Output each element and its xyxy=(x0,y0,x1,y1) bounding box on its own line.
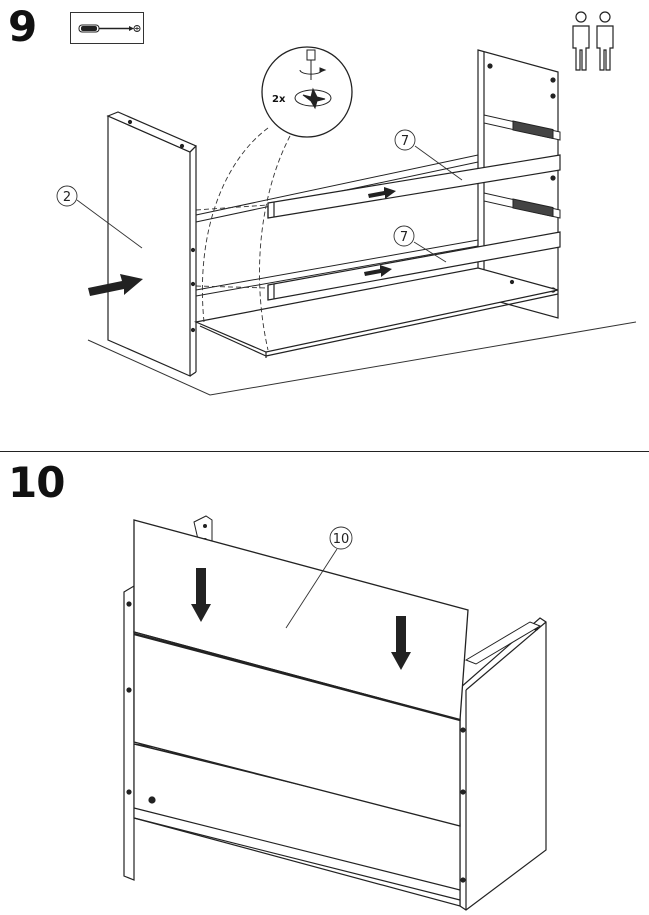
rail-7-lower xyxy=(267,231,561,301)
callout-10: 10 xyxy=(285,526,353,629)
callout-7-lower: 7 xyxy=(393,225,447,263)
callout-7-upper: 7 xyxy=(394,129,463,181)
drawer-runner-lower xyxy=(483,192,561,219)
step-9-illustration: 2x 2 7 7 xyxy=(56,46,637,396)
bottom-panel xyxy=(193,267,559,358)
callout-2-label: 2 xyxy=(63,190,71,205)
rail-7-upper-arrow xyxy=(368,187,396,199)
cabinet-top-rail xyxy=(464,621,542,665)
rail-7-upper xyxy=(267,154,561,219)
step-9-number: 9 xyxy=(8,2,37,51)
push-arrow-icon xyxy=(88,274,143,296)
tool-indicator-box xyxy=(70,12,144,44)
callout-2: 2 xyxy=(56,185,143,249)
cabinet-left-side xyxy=(123,584,135,881)
step-10-number: 10 xyxy=(8,458,65,507)
left-side-panel xyxy=(106,111,198,377)
step-divider xyxy=(0,451,649,452)
callout-7-lower-label: 7 xyxy=(400,230,408,245)
cam-connector-icon xyxy=(294,49,332,110)
connector-quantity-label: 2x xyxy=(272,94,286,105)
callout-7-upper-label: 7 xyxy=(401,134,409,149)
down-arrow-right-icon xyxy=(391,616,411,670)
rail-7-lower-arrow xyxy=(364,265,392,277)
down-arrow-left-icon xyxy=(191,568,211,622)
assembly-guide-lines xyxy=(195,127,291,351)
back-panel-10 xyxy=(133,519,469,827)
connector-detail-circle xyxy=(261,46,353,138)
floor-outline xyxy=(87,321,637,396)
callout-10-label: 10 xyxy=(333,532,350,547)
screwdriver-icon xyxy=(78,24,141,33)
cabinet-right-side xyxy=(459,617,547,911)
two-persons-icon xyxy=(572,11,614,71)
drawer-runner-upper xyxy=(483,114,561,141)
